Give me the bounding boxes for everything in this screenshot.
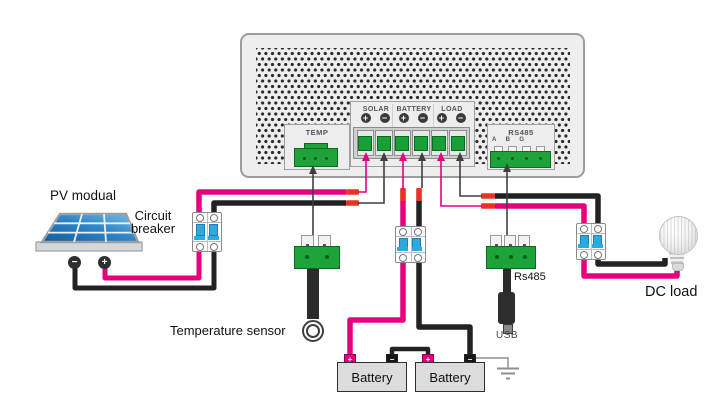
load-group-label: LOAD bbox=[441, 106, 463, 113]
pv-module bbox=[35, 212, 143, 252]
circuit-breaker-label: Circuit breaker bbox=[130, 208, 176, 236]
temperature-sensor-label: Temperature sensor bbox=[170, 323, 286, 338]
terminal-strip bbox=[353, 127, 470, 159]
battery-plus-terminal bbox=[393, 130, 411, 156]
solar-plus-terminal bbox=[356, 130, 374, 156]
minus-icon: − bbox=[379, 113, 390, 123]
screw-hole-icon bbox=[303, 157, 306, 160]
wire-ferrules bbox=[346, 188, 495, 209]
terminal-leads bbox=[309, 152, 511, 237]
ground-symbol bbox=[476, 357, 519, 380]
dc-load-label: DC load bbox=[645, 284, 698, 300]
pv-minus-terminal: − bbox=[68, 256, 81, 269]
circuit-breaker-pv bbox=[192, 212, 222, 252]
usb-plug bbox=[498, 292, 515, 324]
screw-hole-icon bbox=[511, 157, 514, 160]
screw-hole-icon bbox=[314, 157, 317, 160]
rs485-pin-labels: A B G bbox=[492, 137, 524, 143]
battery-group-label: BATTERY bbox=[396, 106, 432, 113]
circuit-breaker-load bbox=[576, 223, 606, 260]
minus-icon: − bbox=[417, 113, 428, 123]
positive-wires bbox=[102, 189, 680, 357]
temp-label: TEMP bbox=[305, 128, 329, 137]
screw-hole-icon bbox=[539, 157, 542, 160]
pin-g-label: G bbox=[519, 137, 524, 143]
battery-left-label: Battery bbox=[351, 369, 393, 385]
pin-a-label: A bbox=[492, 137, 497, 143]
temp-sensor-connector bbox=[294, 246, 340, 269]
circuit-breaker-battery bbox=[395, 226, 426, 263]
battery-right: Battery bbox=[415, 362, 485, 392]
battery-right-label: Battery bbox=[429, 369, 471, 385]
screw-hole-icon bbox=[497, 157, 500, 160]
solar-minus-terminal bbox=[375, 130, 393, 156]
group-divider bbox=[433, 104, 434, 128]
bulb-base-tip bbox=[672, 263, 684, 271]
usb-plug-tip bbox=[503, 324, 513, 334]
load-plus-terminal bbox=[430, 130, 448, 156]
battery-left: Battery bbox=[337, 362, 407, 392]
rs485-terminal-block bbox=[490, 151, 551, 168]
solar-group-label: SOLAR bbox=[362, 106, 390, 113]
rs485-cable-label: Rs485 bbox=[514, 271, 546, 283]
plus-icon: + bbox=[436, 113, 447, 123]
negative-wires bbox=[72, 193, 668, 357]
plus-icon: + bbox=[398, 113, 409, 123]
temp-sensor-cable bbox=[302, 266, 324, 342]
led-bulb-icon bbox=[659, 216, 698, 255]
battery-minus-terminal bbox=[412, 130, 430, 156]
minus-icon: − bbox=[455, 113, 466, 123]
pin-b-label: B bbox=[505, 137, 510, 143]
temp-terminal-block bbox=[294, 148, 338, 167]
screw-hole-icon bbox=[525, 157, 528, 160]
usb-label: USB bbox=[495, 330, 519, 341]
plus-icon: + bbox=[360, 113, 371, 123]
pv-module-label: PV modual bbox=[50, 188, 117, 203]
pv-plus-terminal: + bbox=[98, 256, 111, 269]
polarity-row: + − + − + − bbox=[356, 112, 470, 124]
screw-hole-icon bbox=[325, 157, 328, 160]
group-divider bbox=[392, 104, 393, 128]
rs485-connector bbox=[486, 246, 536, 269]
load-minus-terminal bbox=[449, 130, 467, 156]
rs485-label: RS485 bbox=[508, 128, 534, 137]
